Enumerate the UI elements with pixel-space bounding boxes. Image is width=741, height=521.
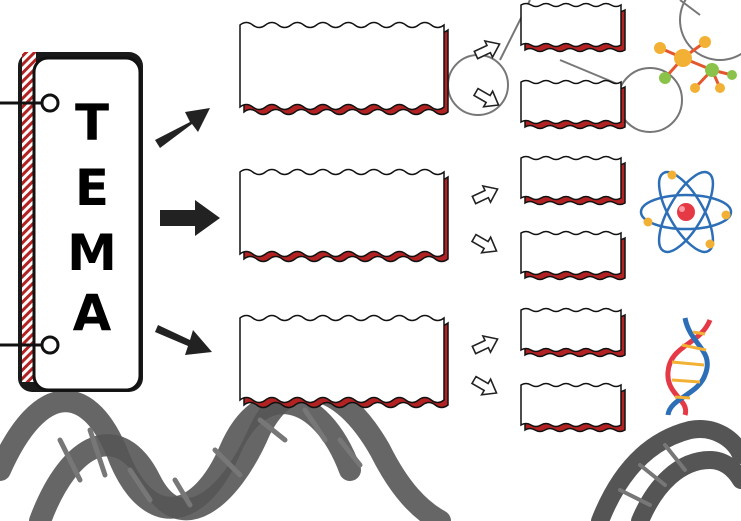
arrow-icon	[470, 375, 498, 396]
title-letter: A	[73, 284, 112, 342]
main-boxes	[239, 21, 449, 409]
arrow-icon	[471, 184, 499, 205]
dna-icon	[665, 317, 713, 416]
arrow-icon	[472, 87, 500, 108]
title-panel: T E M A	[0, 52, 143, 392]
main-box	[239, 21, 449, 116]
main-box	[239, 168, 449, 263]
title-letter: T	[75, 94, 109, 152]
title-letter: E	[75, 159, 109, 217]
atom-icon	[639, 170, 733, 254]
connector-dot	[40, 335, 60, 355]
sub-boxes	[520, 2, 626, 433]
arrow-icon	[473, 39, 501, 60]
main-box	[239, 314, 449, 409]
arrow-icon	[470, 233, 498, 254]
sub-box	[520, 155, 626, 206]
sub-box	[520, 230, 626, 281]
arrow-icon	[471, 334, 499, 355]
sub-box	[520, 307, 626, 358]
molecule-icon	[654, 36, 737, 93]
small-arrows	[470, 39, 501, 396]
sub-box	[520, 382, 626, 433]
title-letter: M	[67, 224, 117, 282]
dna-helix-background	[0, 379, 741, 521]
sub-box	[520, 79, 626, 130]
connector-dot	[40, 93, 60, 113]
arrow-icon	[155, 108, 220, 355]
sub-box	[520, 2, 626, 53]
